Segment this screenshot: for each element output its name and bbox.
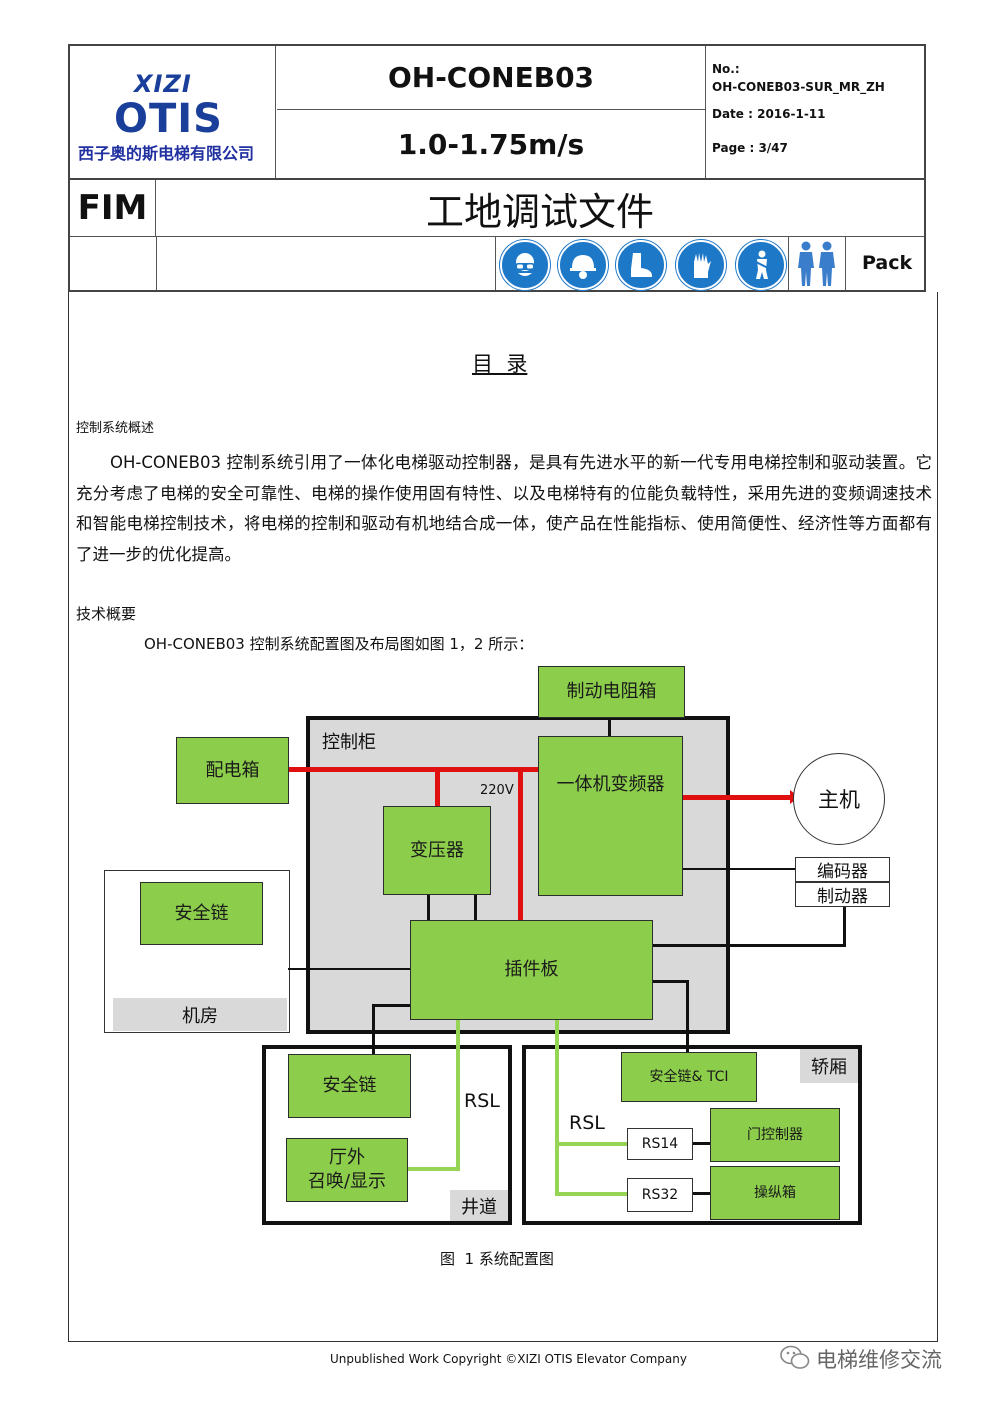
rsl-car-v <box>555 1018 559 1196</box>
doc-no-value: OH-CONEB03-SUR_MR_ZH <box>712 80 885 94</box>
copyright: Unpublished Work Copyright ©XIZI OTIS El… <box>330 1352 687 1366</box>
wire-brake-v <box>843 906 846 946</box>
watermark: 电梯维修交流 <box>816 1348 942 1372</box>
door-controller-box: 门控制器 <box>710 1108 840 1162</box>
machine-room-label: 机房 <box>182 1005 218 1027</box>
rsl-car-label: RSL <box>569 1112 605 1134</box>
goggles-icon <box>500 240 550 290</box>
wire-transformer-a <box>427 894 430 922</box>
safety-chain-room-box: 安全链 <box>140 882 263 945</box>
row2-line <box>70 178 924 181</box>
wire-car-safety-h <box>652 980 688 983</box>
hall-call-label: 厅外 召唤/显示 <box>307 1147 387 1192</box>
main-machine-label: 主机 <box>818 788 860 812</box>
section-technical: 技术概要 <box>76 605 137 623</box>
doc-code-cell: OH-CONEB03 <box>277 46 706 110</box>
wechat-icon <box>780 1344 810 1376</box>
logo-otis: OTIS <box>114 96 223 142</box>
car-label-box: 轿厢 <box>800 1049 858 1083</box>
transformer-box: 变压器 <box>383 806 491 895</box>
rs14-box: RS14 <box>627 1128 693 1160</box>
car-label: 轿厢 <box>811 1057 847 1078</box>
toc-title: 目 录 <box>472 352 528 376</box>
doc-code: OH-CONEB03 <box>387 61 595 94</box>
safety-chain-shaft-box: 安全链 <box>288 1054 411 1118</box>
glove-icon <box>676 240 726 290</box>
control-cabinet-label: 控制柜 <box>322 732 376 753</box>
safety-boot-icon <box>616 240 666 290</box>
title-cell: 工地调试文件 <box>156 180 924 236</box>
power-line-220v <box>518 767 523 923</box>
pack-label: Pack <box>862 252 913 274</box>
figure-caption: 图 1 系统配置图 <box>440 1250 554 1268</box>
rsl-shaft-v <box>456 1018 460 1170</box>
doc-title: 工地调试文件 <box>425 189 654 234</box>
power-line-transformer <box>435 767 440 807</box>
header-frame <box>68 44 926 292</box>
wire-shaft-safety-h <box>372 1004 412 1007</box>
distribution-box: 配电箱 <box>176 737 289 804</box>
rsl-shaft-label: RSL <box>464 1090 500 1112</box>
brake-resistor-box: 制动电阻箱 <box>538 666 685 718</box>
inverter-box: 一体机变频器 <box>538 736 683 896</box>
speed-range: 1.0-1.75m/s <box>397 127 585 161</box>
voltage-label: 220V <box>480 783 514 798</box>
helmet-icon <box>558 240 608 290</box>
encoder-box: 编码器 <box>795 857 890 882</box>
persons-icon <box>794 240 840 292</box>
wire-transformer-b <box>474 894 477 922</box>
wire-brake-resistor <box>608 716 611 738</box>
wire-machine-room <box>288 968 412 970</box>
power-line-main <box>270 767 542 772</box>
rsl-car-rs14 <box>555 1142 629 1146</box>
speed-cell: 1.0-1.75m/s <box>277 110 706 178</box>
rsl-car-rs32 <box>555 1192 629 1196</box>
rs32-box: RS32 <box>627 1178 693 1212</box>
config-intro: OH-CONEB03 控制系统配置图及布局图如图 1，2 所示： <box>144 635 534 653</box>
plug-board-box: 插件板 <box>410 920 653 1020</box>
doc-page: Page : 3/47 <box>712 141 788 155</box>
brake-box: 制动器 <box>795 882 890 907</box>
rsl-shaft-h <box>406 1167 460 1171</box>
overview-paragraph: OH-CONEB03 控制系统引用了一体化电梯驱动控制器，是具有先进水平的新一代… <box>76 453 932 564</box>
fim-label: FIM <box>77 188 148 228</box>
fim-cell: FIM <box>70 180 156 236</box>
logo-xizi: XIZI <box>134 70 192 98</box>
company-name: 西子奥的斯电梯有限公司 <box>78 144 255 163</box>
row3-line <box>70 236 924 238</box>
shaft-label-box: 井道 <box>450 1190 508 1221</box>
inverter-label: 一体机变频器 <box>556 774 665 795</box>
cop-box: 操纵箱 <box>710 1166 840 1220</box>
row3-sep <box>788 237 846 290</box>
content-frame <box>68 292 938 1342</box>
car-safety-box: 安全链& TCI <box>621 1052 757 1102</box>
logo-cell: XIZI OTIS 西子奥的斯电梯有限公司 <box>70 46 276 178</box>
wire-cop <box>692 1192 712 1195</box>
shaft-label: 井道 <box>461 1196 497 1218</box>
wire-car-safety-v <box>686 980 689 1054</box>
power-line-motor <box>682 795 796 800</box>
main-machine: 主机 <box>793 753 885 845</box>
harness-icon <box>736 240 786 290</box>
wire-door <box>692 1142 712 1145</box>
machine-room-label-box: 机房 <box>113 998 287 1031</box>
doc-date: Date : 2016-1-11 <box>712 107 826 121</box>
hall-call-box: 厅外 召唤/显示 <box>286 1138 408 1202</box>
wire-shaft-safety-v <box>372 1004 375 1056</box>
wire-encoder-h <box>682 868 796 870</box>
row3-cell-a <box>156 237 496 290</box>
wire-brake-h <box>652 944 846 947</box>
doc-no-label: No.: <box>712 62 740 76</box>
section-overview: 控制系统概述 <box>76 421 155 436</box>
